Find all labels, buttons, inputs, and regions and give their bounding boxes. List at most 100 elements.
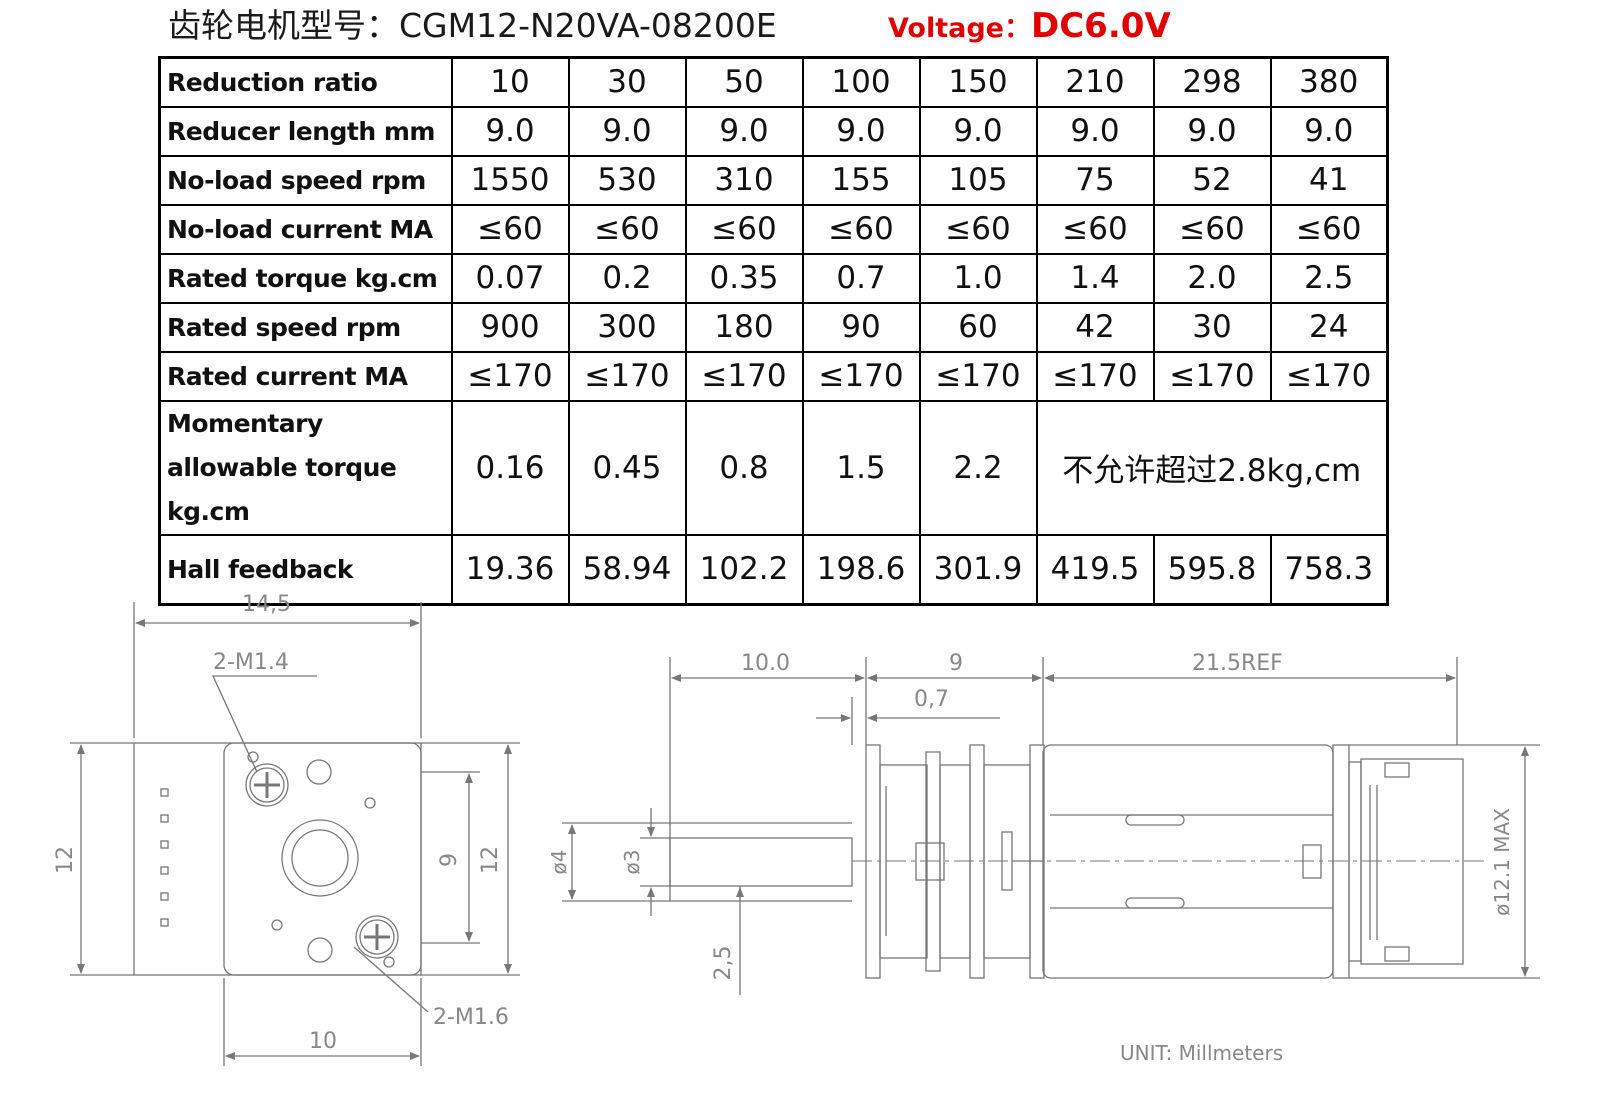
table-cell: 9.0 — [684, 105, 804, 157]
table-cell: 0.8 — [684, 399, 804, 536]
table-row-hall-feedback: Hall feedback 19.36 58.94 102.2 198.6 30… — [158, 533, 1389, 606]
table-cell: 2.0 — [1152, 252, 1272, 304]
table-cell: 42 — [1035, 301, 1155, 353]
table-cell: 1.5 — [801, 399, 921, 536]
table-cell: 198.6 — [801, 533, 921, 606]
side-view — [562, 657, 1540, 995]
table-row-no-load-current: No-load current MA ≤60 ≤60 ≤60 ≤60 ≤60 ≤… — [158, 203, 1389, 255]
table-row-no-load-speed: No-load speed rpm 1550 530 310 155 105 7… — [158, 154, 1389, 206]
table-cell: ≤170 — [801, 350, 921, 402]
table-cell: 90 — [801, 301, 921, 353]
table-cell: ≤60 — [918, 203, 1038, 255]
table-cell: ≤170 — [684, 350, 804, 402]
table-cell: 595.8 — [1152, 533, 1272, 606]
row-label: Reducer length mm — [158, 105, 453, 157]
table-cell: 30 — [1152, 301, 1272, 353]
row-label: Rated torque kg.cm — [158, 252, 453, 304]
table-cell: ≤60 — [567, 203, 687, 255]
table-cell: 0.2 — [567, 252, 687, 304]
voltage-spec: Voltage：DC6.0V — [888, 2, 1171, 50]
table-cell: ≤170 — [450, 350, 570, 402]
merged-note-cell: 不允许超过2.8kg,cm — [1035, 399, 1389, 536]
voltage-label: Voltage — [888, 13, 1004, 44]
table-cell: 100 — [801, 56, 921, 108]
table-cell: 298 — [1152, 56, 1272, 108]
dim-diameter-label: ø12.1 MAX — [1490, 808, 1514, 916]
table-cell: ≤60 — [1035, 203, 1155, 255]
spec-table: Reduction ratio 10 30 50 100 150 210 298… — [158, 56, 1389, 606]
table-cell: 155 — [801, 154, 921, 206]
table-cell: 0.45 — [567, 399, 687, 536]
motor-can — [1042, 744, 1334, 979]
table-cell: 530 — [567, 154, 687, 206]
table-cell: 9.0 — [567, 105, 687, 157]
row-label: Momentary allowable torque kg.cm — [158, 399, 453, 536]
dim-height-12-label: 12 — [478, 846, 503, 874]
table-cell: 52 — [1152, 154, 1272, 206]
table-cell: 758.3 — [1269, 533, 1389, 606]
table-cell: 1550 — [450, 154, 570, 206]
row-label: Rated current MA — [158, 350, 453, 402]
table-cell: ≤60 — [1152, 203, 1272, 255]
dim-d3-label: ø3 — [620, 850, 644, 875]
dim-flat-label: 2,5 — [711, 946, 736, 981]
table-cell: 9.0 — [1152, 105, 1272, 157]
table-cell: ≤170 — [1152, 350, 1272, 402]
row-label: Hall feedback — [158, 533, 453, 606]
table-cell: ≤170 — [1035, 350, 1155, 402]
table-cell: 105 — [918, 154, 1038, 206]
table-cell: 10 — [450, 56, 570, 108]
front-view — [70, 602, 520, 1066]
dim-height-outer-label: 12 — [53, 846, 78, 874]
table-cell: 9.0 — [801, 105, 921, 157]
table-cell: 9.0 — [450, 105, 570, 157]
table-cell: ≤60 — [801, 203, 921, 255]
row-label: No-load speed rpm — [158, 154, 453, 206]
table-row-momentary-torque: Momentary allowable torque kg.cm 0.16 0.… — [158, 399, 1389, 536]
spec-table-body: Reduction ratio 10 30 50 100 150 210 298… — [158, 56, 1389, 606]
table-cell: 0.7 — [801, 252, 921, 304]
dim-shaft-label: 10.0 — [741, 651, 790, 676]
dim-width-label: 14,5 — [242, 592, 291, 617]
front-gearbox-plate — [223, 742, 422, 976]
table-cell: ≤170 — [918, 350, 1038, 402]
table-cell: 9.0 — [918, 105, 1038, 157]
table-cell: 0.07 — [450, 252, 570, 304]
table-cell: 24 — [1269, 301, 1389, 353]
hall-encoder — [1360, 758, 1464, 965]
table-cell: 60 — [918, 301, 1038, 353]
dim-d4-label: ø4 — [547, 850, 571, 875]
table-cell: 180 — [684, 301, 804, 353]
table-cell: 50 — [684, 56, 804, 108]
output-shaft — [669, 837, 853, 887]
table-cell: 2.5 — [1269, 252, 1389, 304]
model-title: 齿轮电机型号：CGM12-N20VA-08200E — [168, 6, 777, 45]
callout-bottom-label: 2-M1.6 — [433, 1005, 509, 1030]
unit-note: UNIT: Millmeters — [1120, 1041, 1283, 1065]
callout-top-label: 2-M1.4 — [213, 650, 289, 675]
dim-bottom-label: 10 — [309, 1029, 337, 1054]
table-cell: 9.0 — [1035, 105, 1155, 157]
table-cell: ≤60 — [1269, 203, 1389, 255]
table-cell: 380 — [1269, 56, 1389, 108]
dim-gap-label: 0,7 — [914, 687, 949, 712]
table-cell: ≤170 — [567, 350, 687, 402]
technical-drawing: 14,5 2-M1.4 12 9 12 2-M1.6 10 — [53, 592, 1540, 1066]
table-row-reduction-ratio: Reduction ratio 10 30 50 100 150 210 298… — [158, 56, 1389, 108]
dim-motor-label: 21.5REF — [1192, 651, 1283, 676]
table-cell: ≤170 — [1269, 350, 1389, 402]
table-cell: 102.2 — [684, 533, 804, 606]
table-row-reducer-length: Reducer length mm 9.0 9.0 9.0 9.0 9.0 9.… — [158, 105, 1389, 157]
voltage-value: DC6.0V — [1031, 6, 1171, 46]
table-cell: 19.36 — [450, 533, 570, 606]
dim-height-9-label: 9 — [437, 853, 462, 867]
side-view-labels: 10.0 9 0,7 21.5REF ø4 ø3 2,5 ø12.1 MAX U… — [547, 651, 1514, 1065]
table-cell: 2.2 — [918, 399, 1038, 536]
table-cell: 301.9 — [918, 533, 1038, 606]
table-cell: 310 — [684, 154, 804, 206]
row-label: Reduction ratio — [158, 56, 453, 108]
table-cell: 58.94 — [567, 533, 687, 606]
table-cell: 41 — [1269, 154, 1389, 206]
table-cell: 0.35 — [684, 252, 804, 304]
table-cell: 0.16 — [450, 399, 570, 536]
